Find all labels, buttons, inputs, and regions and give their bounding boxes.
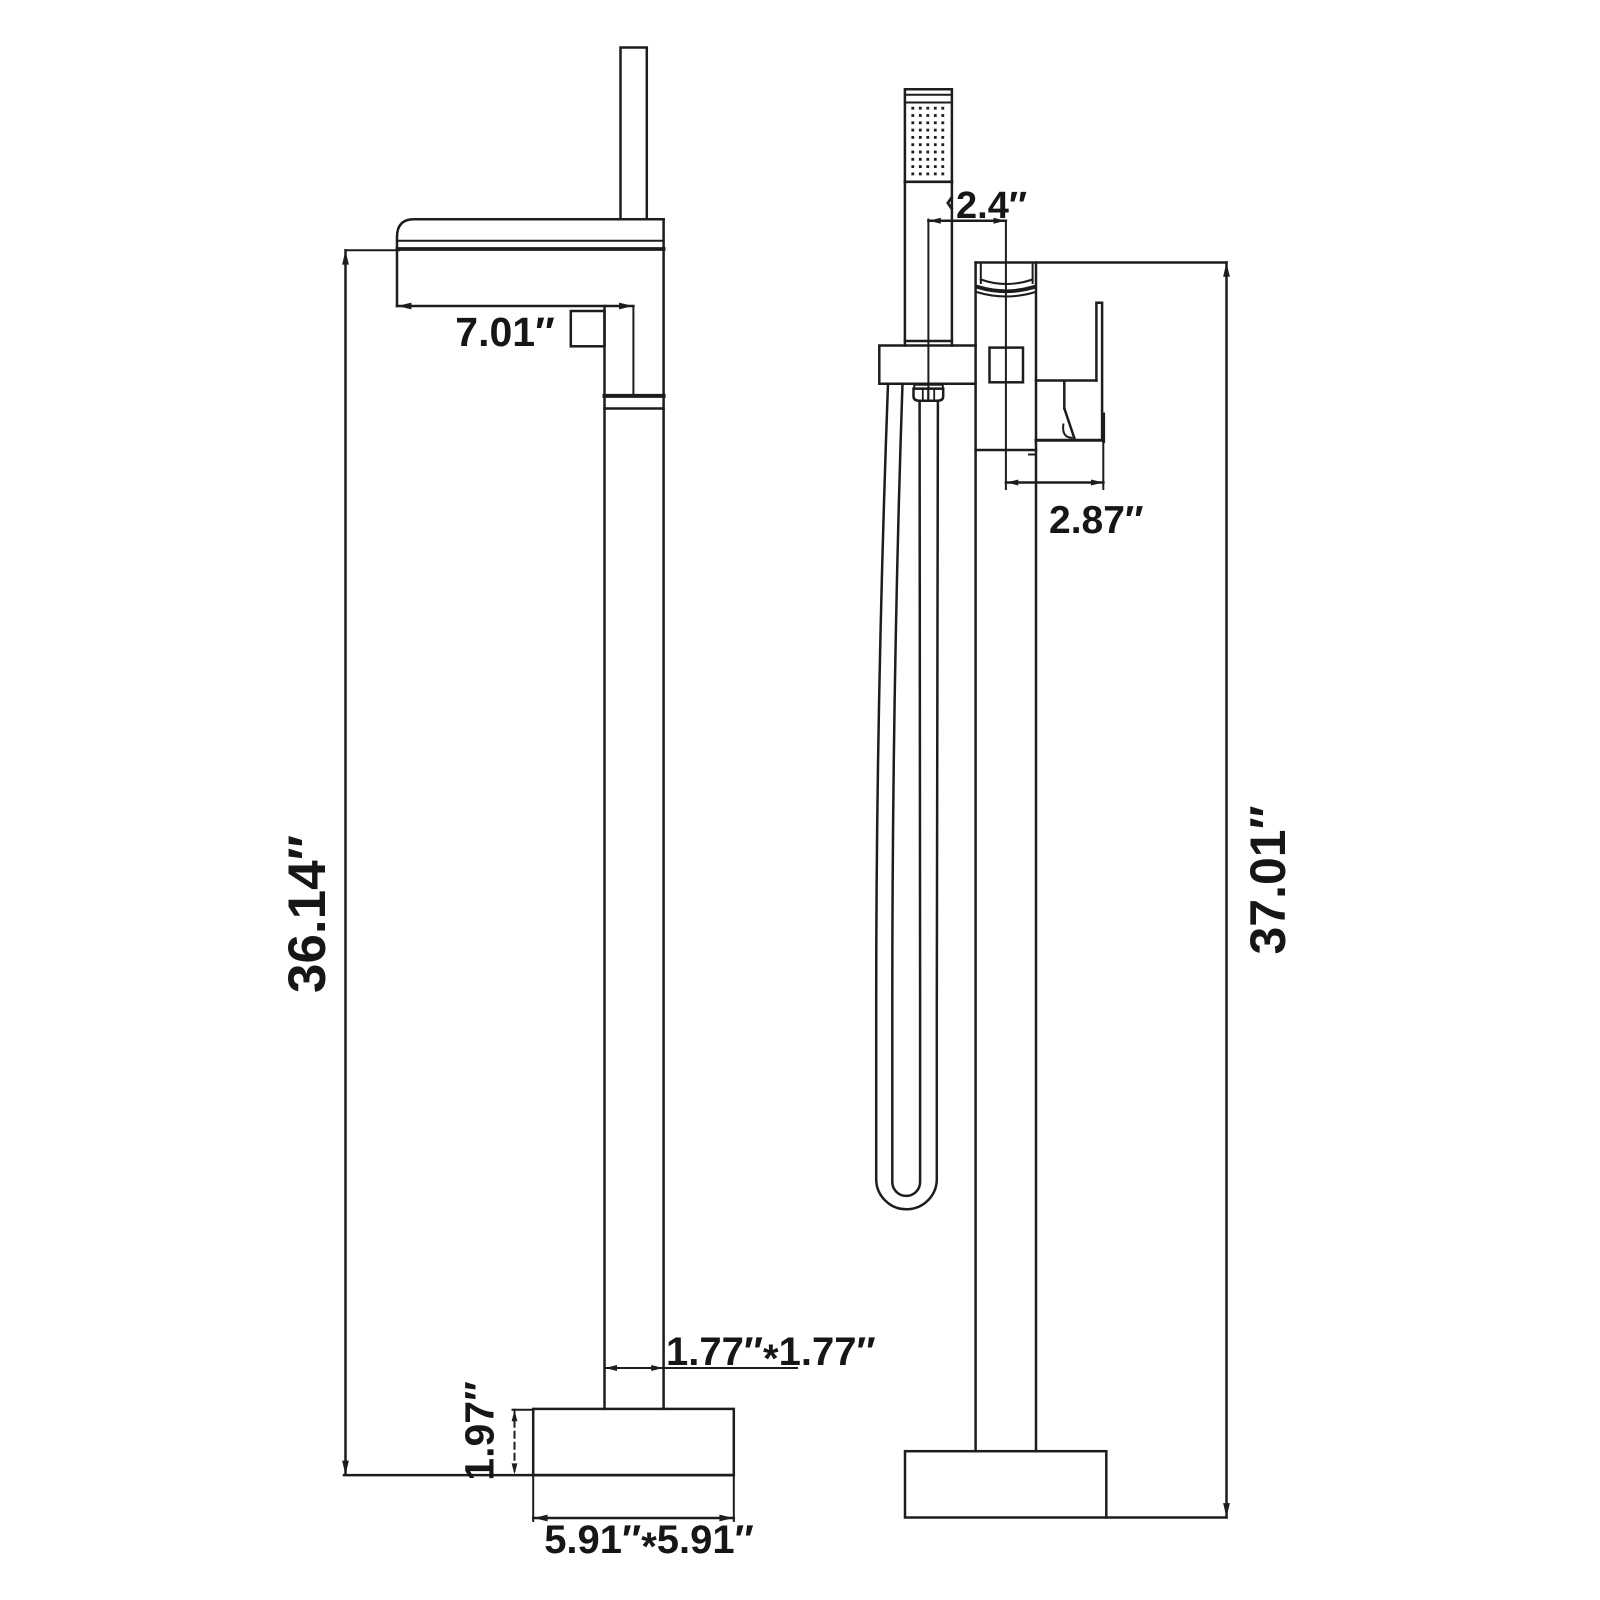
svg-text:37.01″: 37.01″ <box>1240 805 1296 954</box>
svg-text:1.97″: 1.97″ <box>457 1381 503 1480</box>
svg-text:1.77″*1.77″: 1.77″*1.77″ <box>666 1330 876 1381</box>
svg-text:2.87″: 2.87″ <box>1049 499 1144 542</box>
svg-text:5.91″*5.91″: 5.91″*5.91″ <box>544 1518 754 1569</box>
svg-text:36.14″: 36.14″ <box>278 835 337 993</box>
svg-text:7.01″: 7.01″ <box>455 309 554 355</box>
svg-text:2.4″: 2.4″ <box>956 185 1027 227</box>
